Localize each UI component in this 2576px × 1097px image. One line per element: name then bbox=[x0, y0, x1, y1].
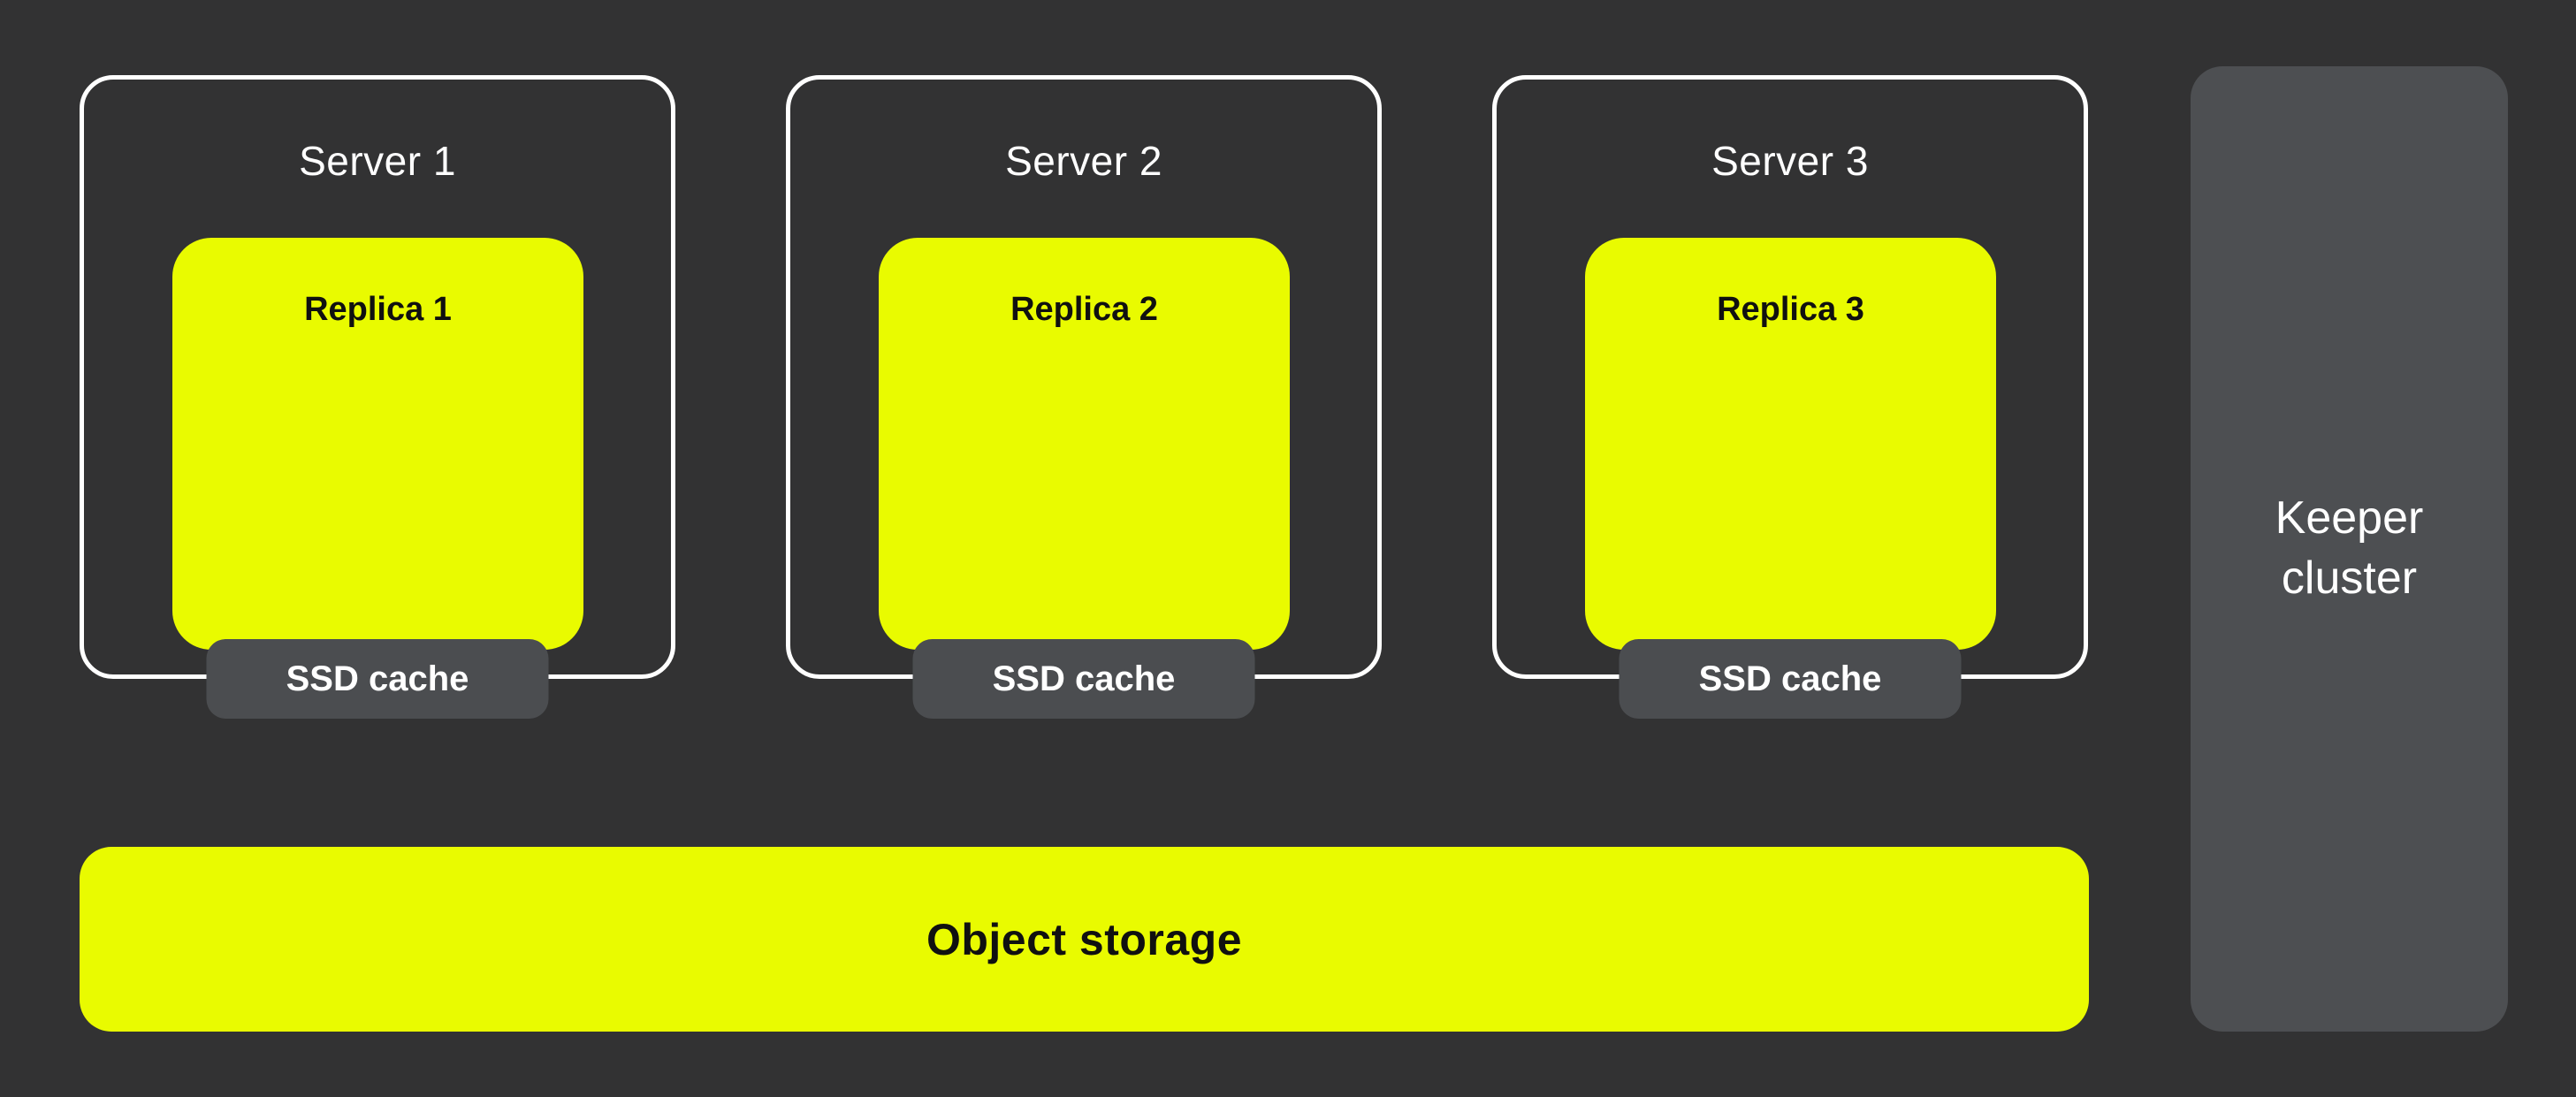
replica-2-box: Replica 2 bbox=[879, 238, 1290, 650]
keeper-cluster-box: Keeper cluster bbox=[2191, 66, 2508, 1032]
server-1-box: Server 1 Replica 1 SSD cache bbox=[80, 75, 675, 719]
server-1-label: Server 1 bbox=[299, 138, 456, 184]
server-2-label: Server 2 bbox=[1005, 138, 1162, 184]
server-1-ssd-cache-label: SSD cache bbox=[286, 659, 469, 698]
server-3-label: Server 3 bbox=[1711, 138, 1869, 184]
object-storage-bar: Object storage bbox=[80, 847, 2089, 1032]
server-2-ssd-cache-badge: SSD cache bbox=[912, 639, 1255, 719]
server-3-ssd-cache-badge: SSD cache bbox=[1619, 639, 1962, 719]
replica-3-box: Replica 3 bbox=[1585, 238, 1996, 650]
replica-3-label: Replica 3 bbox=[1717, 291, 1864, 328]
server-2-box: Server 2 Replica 2 SSD cache bbox=[786, 75, 1382, 719]
replica-1-label: Replica 1 bbox=[304, 291, 452, 328]
server-2-ssd-cache-label: SSD cache bbox=[992, 659, 1176, 698]
server-3-box: Server 3 Replica 3 SSD cache bbox=[1492, 75, 2088, 719]
server-1-ssd-cache-badge: SSD cache bbox=[206, 639, 549, 719]
replica-2-label: Replica 2 bbox=[1010, 291, 1158, 328]
server-3-ssd-cache-label: SSD cache bbox=[1698, 659, 1882, 698]
object-storage-label: Object storage bbox=[926, 914, 1243, 964]
replica-1-box: Replica 1 bbox=[172, 238, 583, 650]
keeper-cluster-label: Keeper cluster bbox=[2275, 492, 2424, 604]
